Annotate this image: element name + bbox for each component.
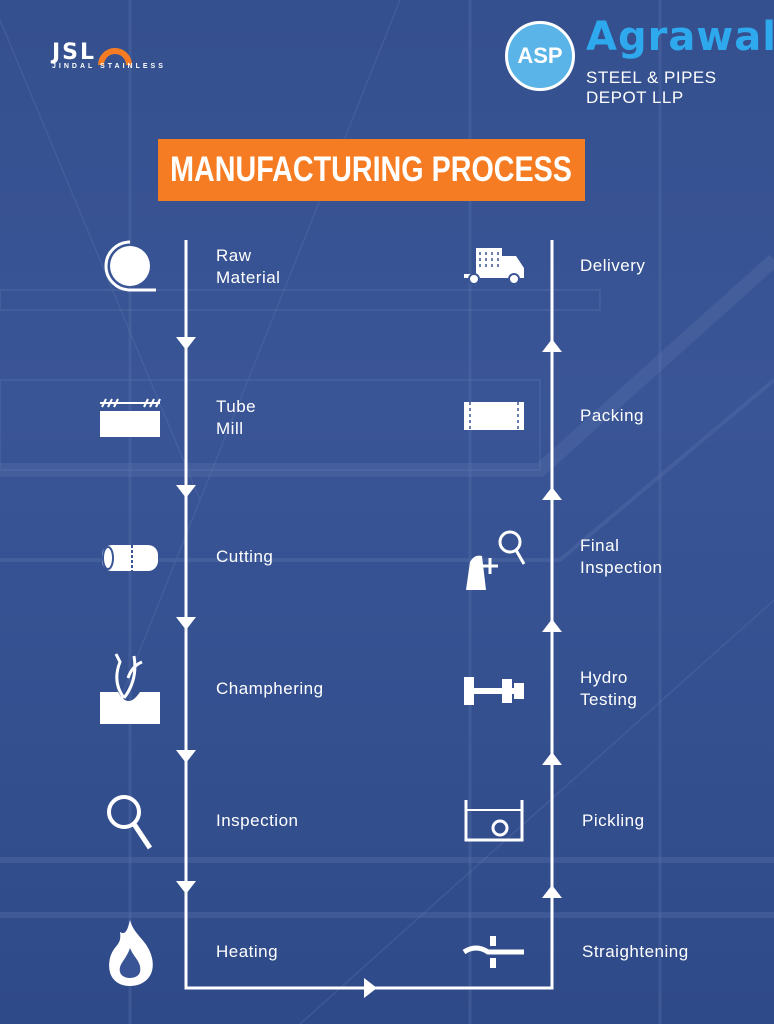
hydro-test-icon	[464, 677, 524, 705]
truck-icon	[464, 248, 524, 285]
up-arrow	[542, 487, 562, 500]
step-label: Delivery	[580, 256, 646, 275]
right-arrow	[364, 978, 377, 998]
step-pickling: Pickling	[582, 810, 645, 832]
step-label: Champhering	[216, 679, 324, 698]
step-label: Raw	[216, 246, 252, 265]
magnifier-icon	[107, 795, 153, 850]
jsl-logo: JSL JINDAL STAINLESS	[52, 40, 166, 70]
step-label: Testing	[580, 690, 638, 709]
step-label: Straightening	[582, 942, 689, 961]
down-arrow	[176, 485, 196, 498]
step-cutting: Cutting	[216, 546, 273, 568]
down-arrow	[176, 337, 196, 350]
flame-icon	[109, 920, 153, 986]
step-champhering: Champhering	[216, 678, 324, 700]
step-label: Hydro	[580, 668, 628, 687]
down-arrow	[176, 617, 196, 630]
pickling-tank-icon	[464, 800, 524, 842]
straightening-icon	[462, 936, 524, 968]
step-delivery: Delivery	[580, 255, 645, 277]
step-packing: Packing	[580, 405, 644, 427]
up-arrow	[542, 752, 562, 765]
coil-icon	[104, 240, 156, 292]
step-label: Inspection	[580, 558, 663, 577]
jsl-subtitle: JINDAL STAINLESS	[52, 63, 166, 70]
down-arrow	[176, 750, 196, 763]
pipe-cut-icon	[102, 545, 158, 571]
step-straightening: Straightening	[582, 941, 689, 963]
asp-badge-text: ASP	[517, 43, 563, 68]
final-inspection-icon	[466, 530, 526, 590]
up-arrow	[542, 619, 562, 632]
up-arrow	[542, 885, 562, 898]
chamfer-icon	[100, 653, 160, 724]
page-title-text: MANUFACTURING PROCESS	[170, 150, 573, 189]
step-label: Cutting	[216, 547, 274, 566]
up-arrow	[542, 339, 562, 352]
agrawal-subtitle: STEEL & PIPES DEPOT LLP	[586, 68, 717, 107]
page-title: MANUFACTURING PROCESS	[158, 139, 585, 201]
step-inspection: Inspection	[216, 810, 299, 832]
jsl-wordmark: JSL	[52, 40, 97, 65]
step-label: Tube	[216, 397, 257, 416]
step-label: Packing	[580, 406, 644, 425]
step-label: Pickling	[582, 811, 645, 830]
package-icon	[464, 402, 524, 430]
tube-mill-icon	[100, 398, 161, 437]
step-label: Mill	[216, 419, 244, 438]
step-heating: Heating	[216, 941, 278, 963]
agrawal-wordmark: Agrawal	[586, 14, 774, 60]
step-label: Final	[580, 536, 620, 555]
step-label: Heating	[216, 942, 279, 961]
step-label: Material	[216, 268, 281, 287]
down-arrow	[176, 881, 196, 894]
step-label: Inspection	[216, 811, 299, 830]
jsl-arc-icon	[98, 48, 133, 65]
asp-badge: ASP	[505, 21, 575, 91]
